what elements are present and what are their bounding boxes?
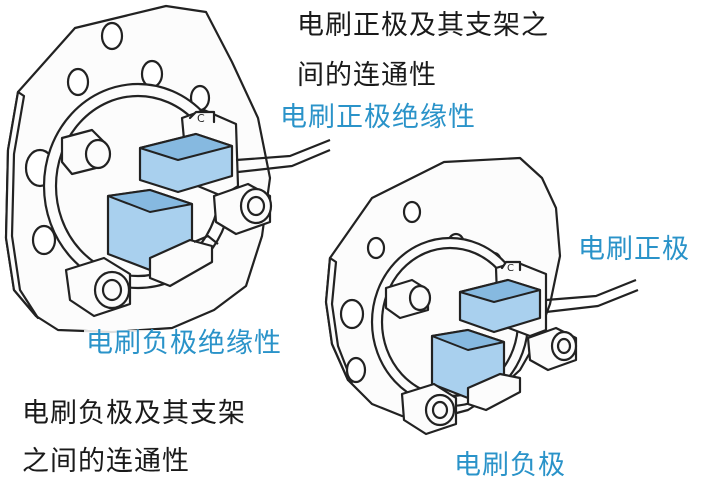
right-hole-3 bbox=[366, 236, 386, 260]
negative-brush-label: 电刷负极 bbox=[452, 450, 568, 481]
left-hole-1 bbox=[100, 21, 124, 51]
right-positive-brush-top bbox=[459, 279, 541, 303]
left-bottom-stud-face bbox=[93, 270, 131, 310]
left-right-stud-face bbox=[239, 187, 273, 225]
right-bottom-stud-core bbox=[431, 400, 449, 420]
left-plate-edge bbox=[4, 90, 40, 320]
right-hole-5 bbox=[345, 356, 367, 384]
right-negative-brush-top bbox=[431, 329, 505, 351]
right-top-stud-face bbox=[408, 284, 432, 312]
right-negative-holder bbox=[466, 372, 522, 412]
left-wire-2 bbox=[237, 148, 331, 174]
right-hole-4 bbox=[339, 298, 365, 330]
right-right-stud-core bbox=[556, 337, 572, 355]
top-continuity-label-line2: 间的连通性 bbox=[297, 60, 437, 91]
right-right-stud-face bbox=[550, 330, 578, 362]
positive-brush-label: 电刷正极 bbox=[576, 234, 692, 265]
right-bottom-stud-face bbox=[424, 393, 456, 427]
left-hole-2 bbox=[140, 59, 164, 89]
bottom-continuity-label-line2: 之间的连通性 bbox=[22, 446, 190, 477]
top-continuity-label-line1: 电刷正极及其支架之 bbox=[297, 10, 549, 41]
left-bottom-stud-core bbox=[101, 278, 123, 302]
left-positive-clip bbox=[188, 110, 216, 124]
left-negative-holder bbox=[148, 238, 214, 288]
right-brush-holder: C bbox=[324, 156, 639, 436]
left-terminal-mark: C bbox=[197, 112, 205, 125]
right-terminal-mark: C bbox=[507, 263, 514, 274]
right-wire-2 bbox=[545, 288, 639, 314]
bottom-continuity-label-line1: 电刷负极及其支架 bbox=[22, 398, 246, 429]
right-hole-1 bbox=[402, 200, 422, 224]
negative-insulation-label: 电刷负极绝缘性 bbox=[84, 328, 284, 359]
left-right-stud-core bbox=[246, 195, 266, 217]
left-negative-spring bbox=[193, 234, 219, 245]
right-wire-1 bbox=[545, 278, 637, 302]
left-positive-brush-top bbox=[139, 133, 233, 161]
left-hole-5 bbox=[31, 224, 57, 256]
right-plate-edge bbox=[324, 256, 354, 384]
left-brush-holder: C bbox=[4, 4, 331, 334]
left-hole-3 bbox=[66, 67, 90, 97]
left-negative-brush-top bbox=[107, 189, 193, 213]
left-wire-1 bbox=[235, 138, 331, 162]
left-top-stud-face bbox=[84, 138, 112, 170]
right-positive-clip bbox=[500, 260, 522, 272]
positive-insulation-label: 电刷正极绝缘性 bbox=[278, 102, 478, 133]
